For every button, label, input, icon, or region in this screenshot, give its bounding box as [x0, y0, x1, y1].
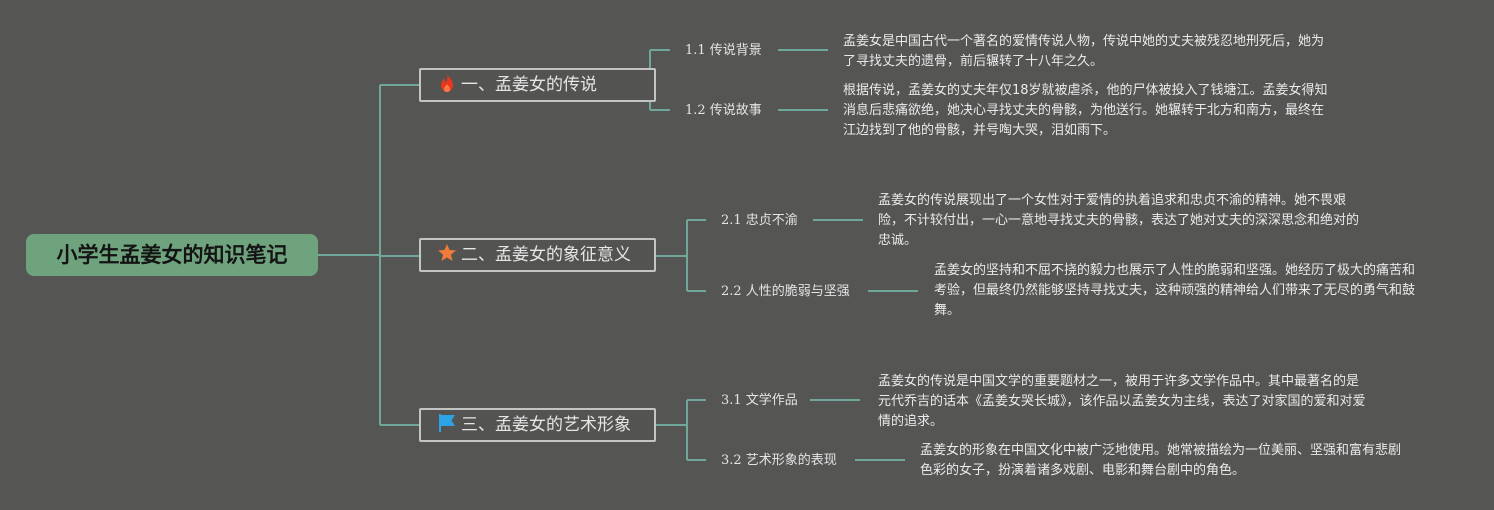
subtopic-3-2[interactable]: 3.2 艺术形象的表现: [721, 453, 837, 468]
branch-label: 一、孟姜女的传说: [461, 75, 597, 95]
branch-artistic-image[interactable]: 三、孟姜女的艺术形象: [419, 408, 656, 442]
subtopic-3-1[interactable]: 3.1 文学作品: [721, 393, 798, 408]
subtopic-1-1-text: 孟姜女是中国古代一个著名的爱情传说人物，传说中她的丈夫被残忍地刑死后，她为了寻找…: [843, 34, 1325, 69]
fire-icon: [437, 73, 457, 93]
subtopic-3-1-text: 孟姜女的传说是中国文学的重要题材之一，被用于许多文学作品中。其中最著名的是元代乔…: [878, 374, 1366, 429]
branch-label: 三、孟姜女的艺术形象: [461, 415, 631, 435]
branch-label: 二、孟姜女的象征意义: [461, 245, 631, 265]
subtopic-1-2[interactable]: 1.2 传说故事: [685, 103, 762, 118]
subtopic-2-1-text: 孟姜女的传说展现出了一个女性对于爱情的执着追求和忠贞不渝的精神。她不畏艰险，不计…: [878, 193, 1360, 248]
root-node[interactable]: 小学生孟姜女的知识笔记: [26, 234, 318, 276]
subtopic-1-2-text: 根据传说，孟姜女的丈夫年仅18岁就被虐杀，他的尸体被投入了钱塘江。孟姜女得知消息…: [843, 83, 1328, 138]
subtopic-2-1[interactable]: 2.1 忠贞不渝: [721, 213, 798, 228]
branch-symbolism[interactable]: 二、孟姜女的象征意义: [419, 238, 656, 272]
subtopic-1-1[interactable]: 1.1 传说背景: [685, 43, 762, 58]
subtopic-2-2-text: 孟姜女的坚持和不屈不挠的毅力也展示了人性的脆弱和坚强。她经历了极大的痛苦和考验，…: [934, 263, 1416, 318]
star-icon: [437, 243, 457, 263]
branch-legend[interactable]: 一、孟姜女的传说: [419, 68, 656, 102]
subtopic-3-2-text: 孟姜女的形象在中国文化中被广泛地使用。她常被描绘为一位美丽、坚强和富有悲剧色彩的…: [920, 443, 1402, 478]
subtopic-2-2[interactable]: 2.2 人性的脆弱与坚强: [721, 284, 850, 299]
flag-icon: [437, 413, 457, 433]
